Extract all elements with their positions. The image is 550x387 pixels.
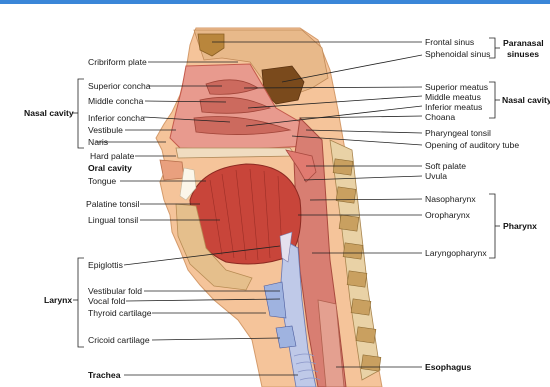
upper-lip-shape	[160, 160, 184, 180]
label-opening-auditory-tube: Opening of auditory tube	[425, 140, 519, 150]
right-labels: Frontal sinus Sphenoidal sinus Superior …	[425, 37, 519, 372]
group-nasal-cavity-right: Nasal cavity	[502, 95, 550, 105]
group-paranasal: Paranasal	[503, 38, 544, 48]
label-palatine-tonsil: Palatine tonsil	[86, 199, 140, 209]
label-oropharynx: Oropharynx	[425, 210, 471, 220]
label-choana: Choana	[425, 112, 455, 122]
left-labels: Cribriform plate Superior concha Middle …	[86, 57, 152, 380]
label-sphenoidal-sinus: Sphenoidal sinus	[425, 49, 490, 59]
label-vestibule: Vestibule	[88, 125, 123, 135]
label-frontal-sinus: Frontal sinus	[425, 37, 474, 47]
label-cribriform-plate: Cribriform plate	[88, 57, 147, 67]
top-border	[0, 0, 550, 4]
label-hard-palate: Hard palate	[90, 151, 135, 161]
label-laryngopharynx: Laryngopharynx	[425, 248, 487, 258]
label-superior-meatus: Superior meatus	[425, 82, 488, 92]
label-lingual-tonsil: Lingual tonsil	[88, 215, 138, 225]
label-naris: Naris	[88, 137, 108, 147]
group-larynx: Larynx	[44, 295, 72, 305]
label-superior-concha: Superior concha	[88, 81, 151, 91]
label-pharyngeal-tonsil: Pharyngeal tonsil	[425, 128, 491, 138]
label-soft-palate: Soft palate	[425, 161, 466, 171]
group-sinuses: sinuses	[507, 49, 539, 59]
label-tongue: Tongue	[88, 176, 116, 186]
label-oral-cavity: Oral cavity	[88, 163, 132, 173]
label-esophagus: Esophagus	[425, 362, 472, 372]
group-pharynx: Pharynx	[503, 221, 537, 231]
label-cricoid-cartilage: Cricoid cartilage	[88, 335, 150, 345]
label-vocal-fold: Vocal fold	[88, 296, 125, 306]
label-middle-concha: Middle concha	[88, 96, 144, 106]
label-vestibular-fold: Vestibular fold	[88, 286, 142, 296]
group-nasal-cavity-left: Nasal cavity	[24, 108, 74, 118]
label-inferior-concha: Inferior concha	[88, 113, 145, 123]
label-middle-meatus: Middle meatus	[425, 92, 481, 102]
label-thyroid-cartilage: Thyroid cartilage	[88, 308, 152, 318]
label-inferior-meatus: Inferior meatus	[425, 102, 482, 112]
hard-palate-shape	[176, 148, 296, 158]
anatomy-illustration	[156, 28, 382, 387]
label-uvula: Uvula	[425, 171, 447, 181]
label-epiglottis: Epiglottis	[88, 260, 123, 270]
label-trachea: Trachea	[88, 370, 121, 380]
label-nasopharynx: Nasopharynx	[425, 194, 476, 204]
